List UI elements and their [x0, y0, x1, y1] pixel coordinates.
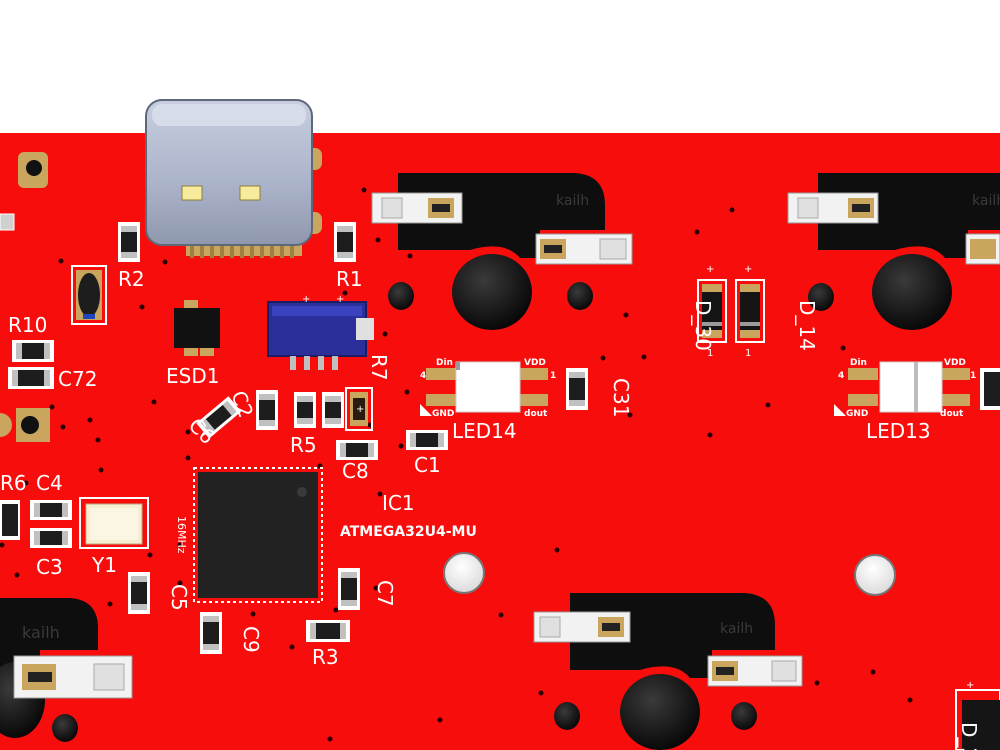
label-r6: R6	[0, 471, 27, 495]
label-d29: D_29	[957, 722, 981, 750]
kailh-logo-2: kailh	[972, 193, 1000, 209]
label-c9: C9	[239, 626, 263, 653]
led13-package	[834, 361, 970, 416]
vias	[0, 187, 913, 742]
kailh-logo-4: kailh	[22, 623, 60, 642]
led13-pin-din: Din	[850, 358, 867, 368]
label-y1: Y1	[91, 553, 117, 577]
switch-pegs	[52, 282, 834, 742]
label-c1: C1	[414, 453, 441, 477]
led14-pin-1: 1	[550, 371, 556, 381]
label-r3: R3	[312, 645, 339, 669]
led14-pin-din: Din	[436, 358, 453, 368]
diode-d29	[955, 689, 1000, 750]
led14-pin-4: 4	[420, 371, 426, 381]
led14-pin-gnd: GND	[432, 409, 454, 419]
r7-plus: +	[356, 404, 364, 415]
crystal-y1	[79, 497, 149, 549]
label-ic1-part: ATMEGA32U4-MU	[340, 524, 477, 540]
led14-pin-dout: dout	[524, 409, 548, 419]
label-r1: R1	[336, 267, 363, 291]
hotswap-socket-1: kailh	[371, 173, 633, 330]
kailh-logo-1: kailh	[556, 193, 589, 209]
d29-plus: +	[966, 680, 974, 691]
label-esd1: ESD1	[166, 364, 219, 388]
led14-package	[420, 361, 548, 416]
smd-passives	[0, 222, 1000, 654]
label-c72: C72	[58, 367, 97, 391]
label-ic1: IC1	[382, 491, 415, 515]
jst-connector	[267, 301, 374, 370]
d14-plus: +	[744, 264, 752, 275]
hotswap-socket-3: kailh	[533, 593, 803, 750]
label-c7: C7	[373, 580, 397, 607]
led14-pin-vdd: VDD	[524, 358, 546, 368]
label-d14: D_14	[795, 300, 819, 351]
diodes-d30-d14	[697, 279, 765, 343]
label-r5: R5	[290, 433, 317, 457]
jst-plus-2: +	[336, 294, 344, 305]
label-led14: LED14	[452, 419, 517, 443]
d30-one: 1	[707, 348, 713, 359]
esd1-chip	[174, 300, 220, 356]
led13-pin-gnd: GND	[846, 409, 868, 419]
label-led13: LED13	[866, 419, 931, 443]
label-r2: R2	[118, 267, 145, 291]
hotswap-socket-4: kailh	[0, 598, 133, 738]
label-c8: C8	[342, 459, 369, 483]
led13-pin-4: 4	[838, 371, 844, 381]
polyfuse	[71, 265, 107, 325]
left-pads	[0, 152, 50, 442]
label-c5: C5	[167, 584, 191, 611]
led13-pin-1: 1	[970, 371, 976, 381]
mounting-holes	[443, 552, 896, 596]
label-r10: R10	[8, 313, 47, 337]
label-c4: C4	[36, 471, 63, 495]
label-d30: D_30	[691, 300, 715, 351]
d30-plus: +	[706, 264, 714, 275]
label-y1-freq: 16MHz	[175, 516, 188, 554]
silkscreen-text: R2 R1 R10 C72 ESD1 C2 C6 R7 R5 C8 C1 LED…	[0, 264, 981, 750]
jst-plus-1: +	[302, 294, 310, 305]
ic1-atmega	[193, 467, 323, 603]
hotswap-socket-2: kailh	[787, 173, 1000, 330]
label-r7: R7	[367, 354, 391, 381]
usb-c-connector	[145, 99, 322, 258]
label-c3: C3	[36, 555, 63, 579]
d14-one: 1	[745, 348, 751, 359]
led13-pin-dout: dout	[940, 409, 964, 419]
label-c31: C31	[609, 378, 633, 417]
kailh-logo-3: kailh	[720, 621, 753, 637]
led13-pin-vdd: VDD	[944, 358, 966, 368]
